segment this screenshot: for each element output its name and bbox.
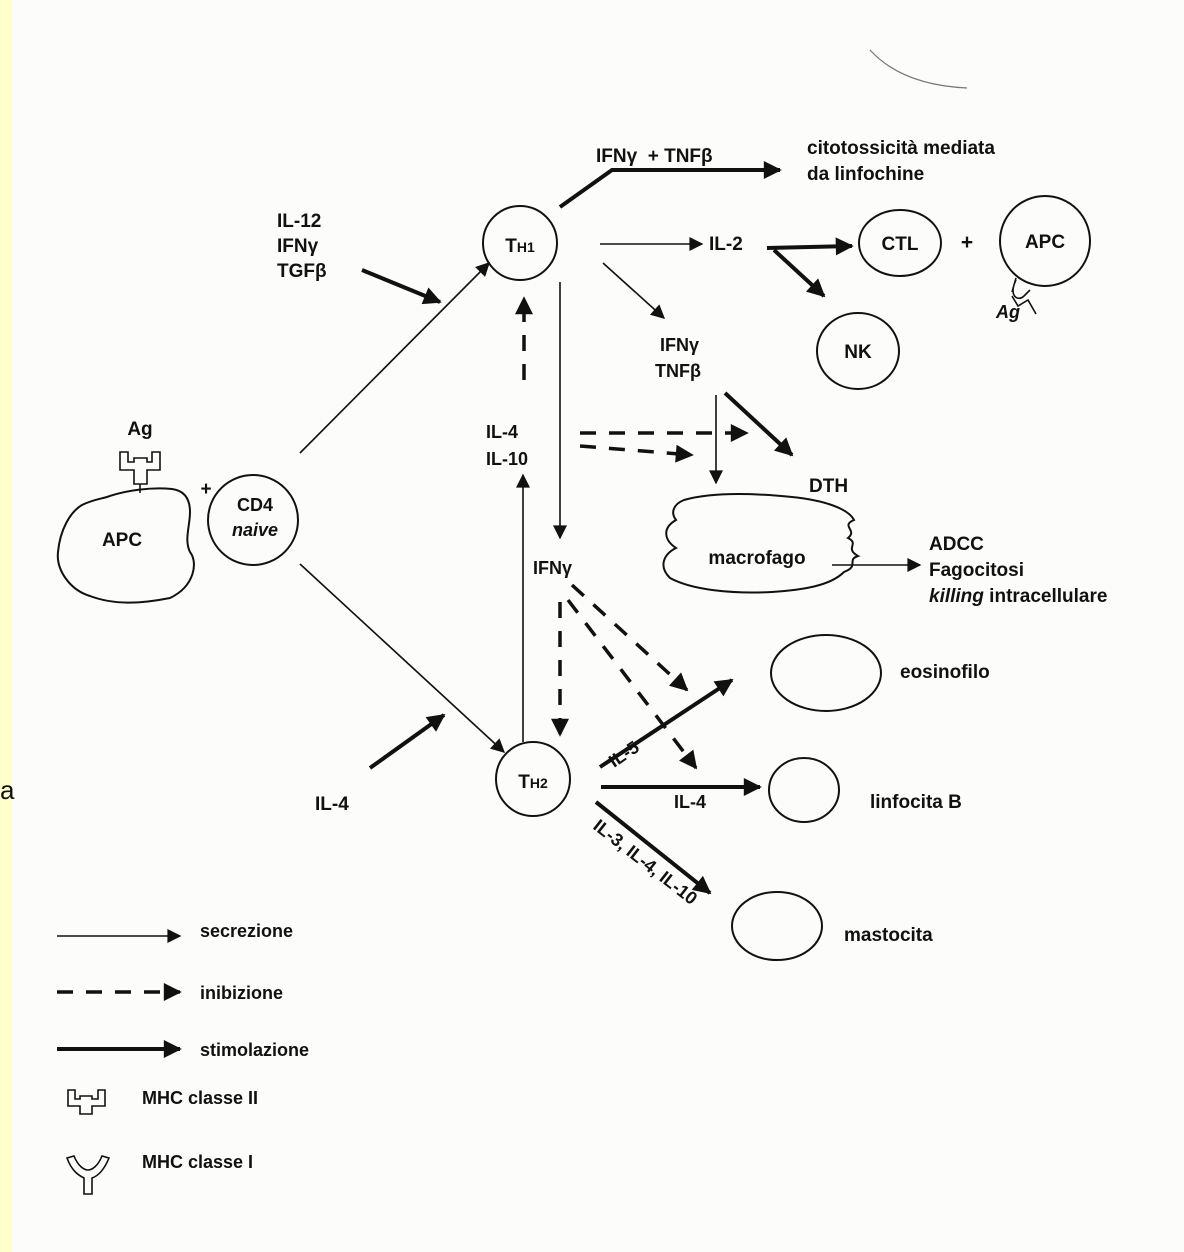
fagocitosi-label: Fagocitosi <box>929 560 1024 581</box>
ctl-cell <box>858 209 942 277</box>
th1-cell <box>482 205 558 281</box>
legend-mhc-i-icon <box>65 1155 111 1195</box>
th1-ifng-arrow <box>602 262 666 319</box>
legend: secrezione inibizione stimolazione MHC c… <box>57 921 309 1195</box>
cd4-to-th1-arrow <box>299 262 490 454</box>
mastocita-cell <box>731 891 823 961</box>
il4-lb-label: IL-4 <box>674 792 706 812</box>
il12-stim-arrow <box>361 268 442 305</box>
nk-label: NK <box>844 342 872 363</box>
legend-inibizione-label: inibizione <box>200 983 283 1003</box>
il10-inhibit-macrofago-arrow <box>579 444 694 463</box>
legend-stimolazione-label: stimolazione <box>200 1040 309 1060</box>
plus-left: + <box>200 479 211 500</box>
legend-mhc-i-label: MHC classe I <box>142 1152 253 1172</box>
mhc-ii-icon <box>119 451 161 493</box>
il2-ctl-arrow <box>766 237 854 256</box>
diagram-page: TH1 TH2 APC CD4 naive CTL APC NK macrofa… <box>12 0 1184 1252</box>
macrofago-label: macrofago <box>708 548 805 569</box>
killing-label: killing intracellulare <box>929 586 1107 607</box>
il4-stim-arrow <box>368 713 446 770</box>
il4-mid-label: IL-4 <box>486 422 518 442</box>
citotox-label-1: citotossicità mediata <box>807 138 995 159</box>
citotox-label-2: da linfochine <box>807 164 924 185</box>
cropped-edge-letter: a <box>0 775 15 805</box>
il3-il4-il10-label: IL-3, IL-4, IL-10 <box>590 815 702 908</box>
il2-nk-arrow <box>772 248 826 298</box>
ifng-dth-arrow <box>723 391 794 457</box>
apc-right-label: APC <box>1025 232 1065 253</box>
ifng-low-label: IFNγ <box>533 558 572 578</box>
il12-label: IL-12 <box>277 211 321 232</box>
th2-cell <box>495 741 571 817</box>
ag-right-label: Ag <box>995 302 1020 322</box>
th1-th2-diagram: TH1 TH2 APC CD4 naive CTL APC NK macrofa… <box>56 49 1107 1195</box>
ifng-tnfb-arrow <box>558 161 782 209</box>
legend-mhc-ii-label: MHC classe II <box>142 1088 258 1108</box>
tgfb-label: TGFβ <box>277 261 327 282</box>
tnfb-mid-label: TNFβ <box>655 361 701 381</box>
apc-right-cell <box>999 195 1091 287</box>
mastocita-label: mastocita <box>844 925 933 946</box>
nk-cell <box>816 312 900 390</box>
il4-in-label: IL-4 <box>315 794 349 815</box>
linfocita-b-label: linfocita B <box>870 792 962 813</box>
il3-mastocita-arrow <box>594 800 712 895</box>
plus-right: + <box>961 231 973 254</box>
apc-left-cell <box>56 487 195 604</box>
dth-label: DTH <box>809 476 848 497</box>
legend-mhc-ii-icon <box>67 1089 106 1115</box>
ifng-tnfb-top-label: IFNγ + TNFβ <box>596 146 713 167</box>
th2-label: TH2 <box>518 772 548 793</box>
il2-label: IL-2 <box>709 234 743 255</box>
il5-eosinofilo-arrow <box>598 678 734 769</box>
cd4-label: CD4 <box>237 495 273 515</box>
scan-mark <box>869 49 968 89</box>
eosinofilo-label: eosinofilo <box>900 662 990 683</box>
eosinofilo-cell <box>770 634 882 712</box>
adcc-label: ADCC <box>929 534 984 555</box>
linfocita-b-cell <box>768 757 840 823</box>
cd4-naive-cell <box>207 474 299 566</box>
ifng-in-label: IFNγ <box>277 236 319 257</box>
mhc-i-icon <box>1011 277 1037 315</box>
ctl-label: CTL <box>882 234 919 255</box>
ifng-inhibit-linfocita-arrow <box>566 598 698 770</box>
cd4-to-th2-arrow <box>299 563 506 753</box>
ifng-inhibit-eosinofilo-arrow <box>570 583 689 692</box>
ifng-mid-label: IFNγ <box>660 335 699 355</box>
legend-secrezione-label: secrezione <box>200 921 293 941</box>
naive-label: naive <box>232 520 278 540</box>
ag-left-label: Ag <box>127 419 152 440</box>
macrofago-cell <box>662 492 861 594</box>
apc-left-label: APC <box>102 530 142 551</box>
il10-mid-label: IL-10 <box>486 449 528 469</box>
th1-label: TH1 <box>505 236 535 257</box>
